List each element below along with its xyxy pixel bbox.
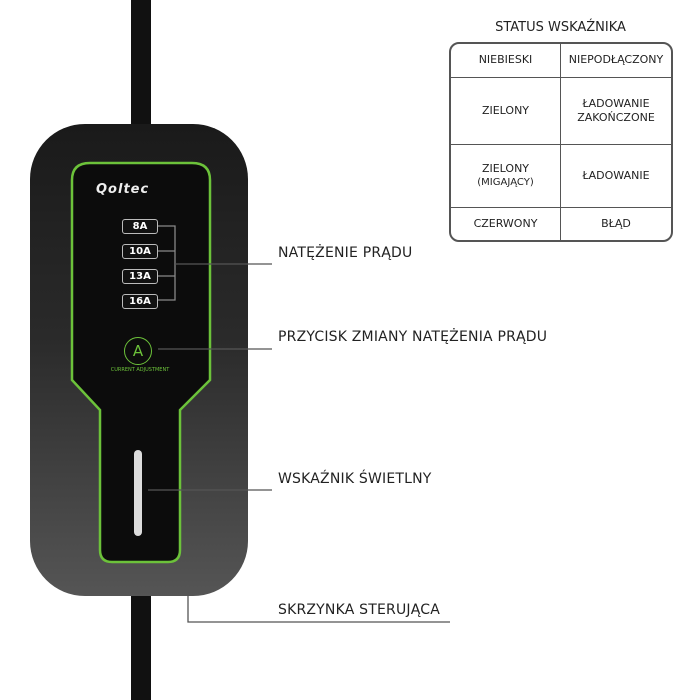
callout-lines [148, 263, 450, 623]
table-row: NIEBIESKI NIEPODŁĄCZONY [451, 44, 671, 79]
current-adjust-button[interactable]: A [124, 337, 152, 365]
callout-current: NATĘŻENIE PRĄDU [278, 245, 413, 261]
status-color: ZIELONY [451, 78, 561, 145]
callout-button: PRZYCISK ZMIANY NATĘŻENIA PRĄDU [278, 329, 548, 345]
callout-indicator: WSKAŹNIK ŚWIETLNY [278, 471, 432, 487]
status-color: ZIELONY(MIGAJĄCY) [451, 144, 561, 208]
brand-logo: Qoltec [96, 182, 150, 197]
current-16a: 16A [122, 294, 158, 309]
bracket-lines [158, 225, 176, 301]
status-table: NIEBIESKI NIEPODŁĄCZONY ZIELONY ŁADOWANI… [449, 42, 673, 242]
current-13a: 13A [122, 269, 158, 284]
table-row: CZERWONY BŁĄD [451, 207, 671, 240]
status-meaning: BŁĄD [601, 216, 631, 230]
status-table-title: STATUS WSKAŹNIKA [495, 20, 626, 35]
status-color: NIEBIESKI [451, 44, 561, 79]
cable-bottom [131, 590, 151, 700]
current-adjust-caption: CURRENT ADJUSTMENT [110, 367, 170, 373]
callout-box: SKRZYNKA STERUJĄCA [278, 602, 441, 618]
table-row: ZIELONY(MIGAJĄCY) ŁADOWANIE [451, 144, 671, 208]
current-10a: 10A [122, 244, 158, 259]
status-meaning: NIEPODŁĄCZONY [561, 44, 671, 79]
status-color: CZERWONY [451, 207, 561, 240]
light-indicator [134, 450, 142, 536]
current-8a: 8A [122, 219, 158, 234]
cable-top [131, 0, 151, 135]
status-meaning: ŁADOWANIE [561, 145, 671, 208]
